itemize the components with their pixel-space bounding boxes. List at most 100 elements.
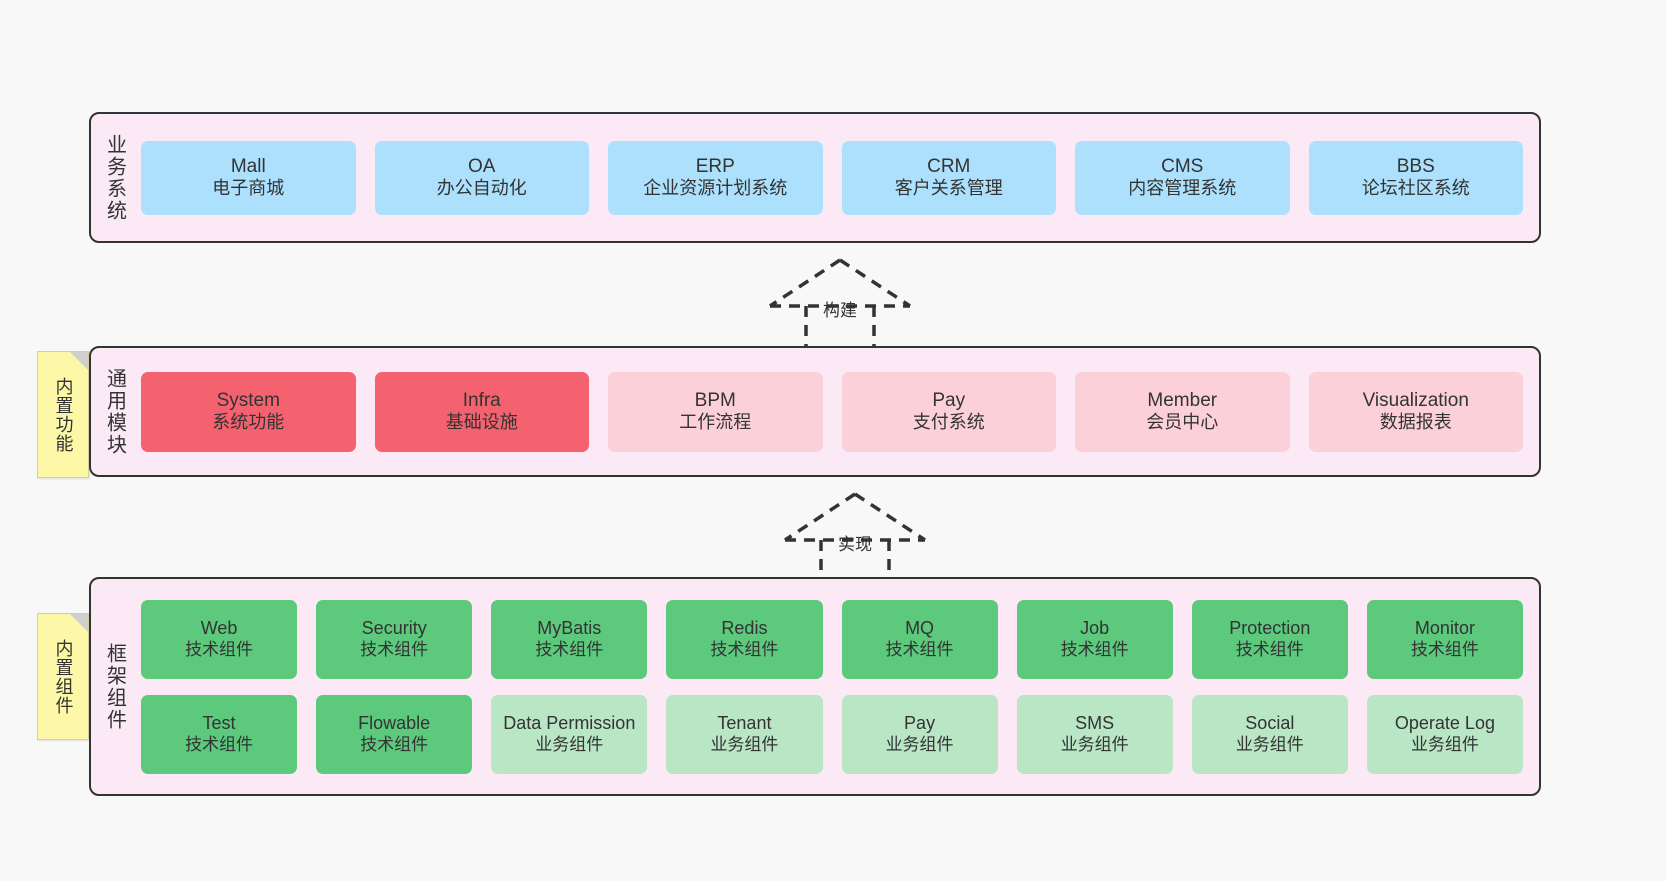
module-card-infra[interactable]: Infra 基础设施 [374,371,589,452]
module-name-cn: 内容管理系统 [1128,178,1237,199]
layer-row: Web 技术组件 Security 技术组件 MyBatis 技术组件 Redi… [141,599,1523,679]
note-builtin-components: 内置组件 [37,613,89,740]
component-card-web[interactable]: Web 技术组件 [141,599,298,679]
component-name-cn: 技术组件 [1410,639,1479,659]
module-name-cn: 工作流程 [679,412,752,433]
note-builtin-components-label: 内置组件 [53,638,74,715]
component-card-pay[interactable]: Pay 业务组件 [841,694,998,774]
component-card-job[interactable]: Job 技术组件 [1016,599,1173,679]
connector-build-arrow [769,258,911,351]
module-card-pay[interactable]: Pay 支付系统 [841,371,1056,452]
component-name-cn: 业务组件 [535,734,604,754]
component-name-cn: 业务组件 [885,734,954,754]
component-name-en: Operate Log [1394,712,1495,733]
component-card-tenant[interactable]: Tenant 业务组件 [666,694,823,774]
component-card-test[interactable]: Test 技术组件 [141,694,298,774]
component-name-en: Security [361,617,427,638]
component-name-en: Protection [1229,617,1311,638]
module-card-member[interactable]: Member 会员中心 [1075,371,1290,452]
layer-business-system: 业务系统 Mall 电子商城 OA 办公自动化 ERP 企业资源计划系统 CRM… [89,112,1541,243]
component-card-sms[interactable]: SMS 业务组件 [1016,694,1173,774]
module-name-cn: 会员中心 [1146,412,1219,433]
component-name-cn: 技术组件 [1235,639,1304,659]
component-card-redis[interactable]: Redis 技术组件 [666,599,823,679]
module-name-en: ERP [695,155,735,177]
module-name-en: Pay [932,389,966,411]
layer-body-framework: Web 技术组件 Security 技术组件 MyBatis 技术组件 Redi… [137,579,1539,794]
module-name-en: Visualization [1362,389,1469,411]
module-name-en: Mall [230,155,266,177]
module-name-en: CRM [927,155,971,177]
component-card-data-permission[interactable]: Data Permission 业务组件 [491,694,648,774]
component-name-en: Social [1245,712,1295,733]
layer-title-common: 通用模块 [103,367,126,456]
module-card-cms[interactable]: CMS 内容管理系统 [1075,140,1290,215]
component-card-security[interactable]: Security 技术组件 [316,599,473,679]
component-name-en: Test [202,712,236,733]
module-card-mall[interactable]: Mall 电子商城 [141,140,356,215]
layer-framework-component: 框架组件 Web 技术组件 Security 技术组件 MyBatis 技术组件… [89,577,1541,796]
layer-body-business: Mall 电子商城 OA 办公自动化 ERP 企业资源计划系统 CRM 客户关系… [137,114,1539,241]
module-name-en: CMS [1161,155,1204,177]
component-name-en: Pay [904,712,936,733]
connector-implement-arrow [784,492,926,585]
component-card-mybatis[interactable]: MyBatis 技术组件 [491,599,648,679]
component-name-en: Data Permission [503,712,636,733]
component-name-cn: 业务组件 [710,734,779,754]
component-name-cn: 技术组件 [360,734,429,754]
module-name-en: Infra [462,389,501,411]
module-name-cn: 办公自动化 [436,178,527,199]
component-name-cn: 技术组件 [185,734,254,754]
module-card-erp[interactable]: ERP 企业资源计划系统 [608,140,823,215]
component-name-cn: 技术组件 [360,639,429,659]
layer-row: Mall 电子商城 OA 办公自动化 ERP 企业资源计划系统 CRM 客户关系… [141,140,1523,215]
component-name-cn: 技术组件 [1060,639,1129,659]
component-card-mq[interactable]: MQ 技术组件 [841,599,998,679]
component-card-protection[interactable]: Protection 技术组件 [1191,599,1348,679]
layer-common-module: 通用模块 System 系统功能 Infra 基础设施 BPM 工作流程 Pay… [89,346,1541,477]
component-name-cn: 技术组件 [710,639,779,659]
component-name-cn: 业务组件 [1060,734,1129,754]
module-name-cn: 论坛社区系统 [1361,178,1470,199]
module-name-cn: 数据报表 [1379,412,1452,433]
module-name-cn: 客户关系管理 [894,178,1003,199]
component-name-cn: 技术组件 [535,639,604,659]
module-card-bpm[interactable]: BPM 工作流程 [608,371,823,452]
component-card-flowable[interactable]: Flowable 技术组件 [316,694,473,774]
module-card-system[interactable]: System 系统功能 [141,371,356,452]
component-name-en: Monitor [1414,617,1475,638]
module-name-cn: 基础设施 [445,412,518,433]
layer-row: Test 技术组件 Flowable 技术组件 Data Permission … [141,694,1523,774]
module-name-cn: 系统功能 [212,412,285,433]
component-name-en: Job [1080,617,1110,638]
module-name-en: BBS [1396,155,1435,177]
layer-title-business: 业务系统 [103,133,126,222]
layer-row: System 系统功能 Infra 基础设施 BPM 工作流程 Pay 支付系统… [141,371,1523,452]
component-name-en: MQ [905,617,935,638]
component-name-cn: 业务组件 [1235,734,1304,754]
component-name-en: SMS [1075,712,1115,733]
component-name-en: Web [200,617,238,638]
module-card-crm[interactable]: CRM 客户关系管理 [841,140,1056,215]
component-card-social[interactable]: Social 业务组件 [1191,694,1348,774]
component-name-en: MyBatis [537,617,602,638]
module-name-en: System [216,389,280,411]
component-name-cn: 业务组件 [1410,734,1479,754]
component-name-en: Tenant [717,712,772,733]
component-card-operate-log[interactable]: Operate Log 业务组件 [1366,694,1523,774]
component-name-en: Redis [721,617,768,638]
component-name-en: Flowable [358,712,431,733]
component-name-cn: 技术组件 [885,639,954,659]
connector-implement-label: 实现 [838,535,872,554]
module-card-bbs[interactable]: BBS 论坛社区系统 [1308,140,1523,215]
module-name-cn: 企业资源计划系统 [643,178,788,199]
layer-body-common: System 系统功能 Infra 基础设施 BPM 工作流程 Pay 支付系统… [137,348,1539,475]
module-card-oa[interactable]: OA 办公自动化 [374,140,589,215]
component-card-monitor[interactable]: Monitor 技术组件 [1366,599,1523,679]
layer-title-framework: 框架组件 [103,642,126,731]
module-card-visualization[interactable]: Visualization 数据报表 [1308,371,1523,452]
module-name-cn: 电子商城 [212,178,285,199]
component-name-cn: 技术组件 [185,639,254,659]
connector-build: 构建 [760,256,920,351]
